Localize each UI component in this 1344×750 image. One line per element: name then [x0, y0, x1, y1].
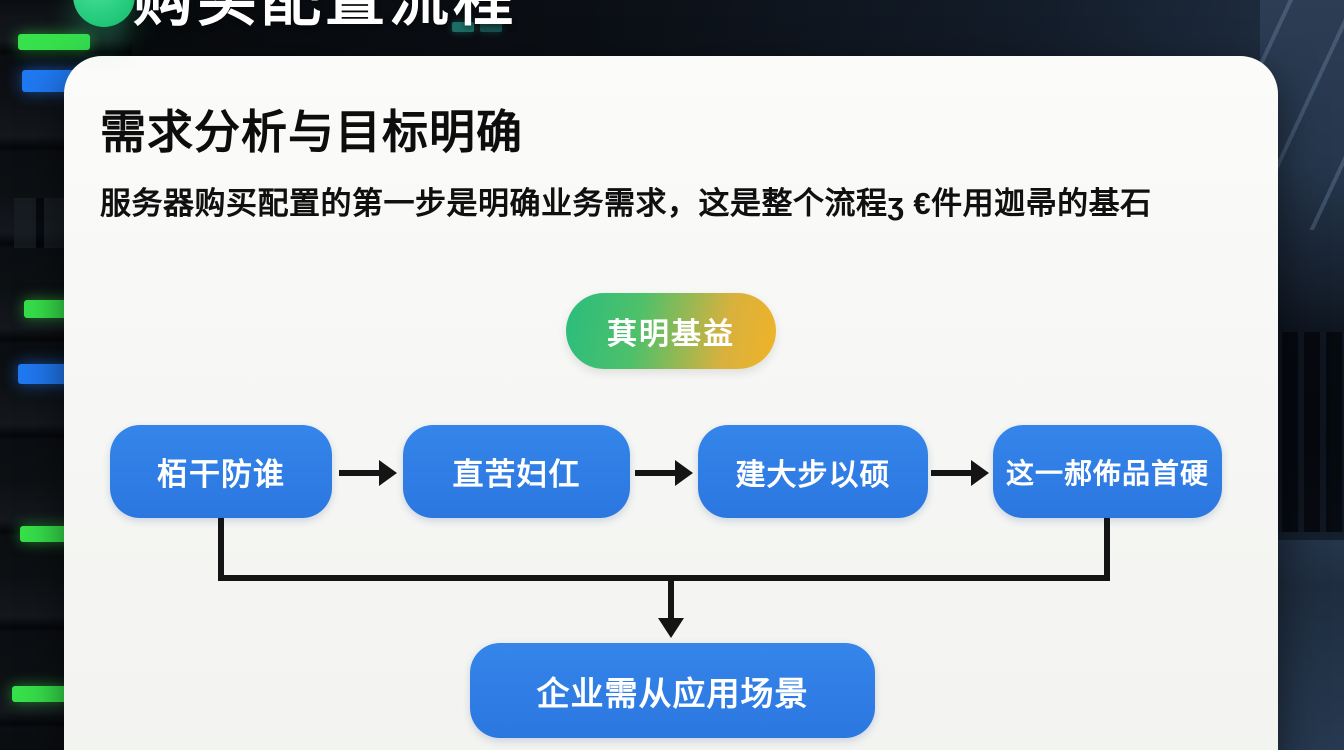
flowchart-step-node: 栢干防谁 — [110, 425, 332, 518]
flowchart-badge-node: 萁明基益 — [566, 293, 776, 369]
right-arrow-icon — [931, 460, 989, 486]
teal-led-indicator — [480, 22, 502, 32]
down-arrow-icon — [658, 581, 684, 638]
right-arrow-icon — [339, 460, 397, 486]
connector-line — [218, 575, 1110, 581]
slide-description: 服务器购买配置的第一步是明确业务需求，这是整个流程ʒ €件用迦帚的基石 — [100, 186, 1152, 221]
connector-line — [218, 518, 224, 581]
content-card: 需求分析与目标明确 服务器购买配置的第一步是明确业务需求，这是整个流程ʒ €件用… — [64, 56, 1278, 750]
flowchart-result-node: 企业需从应用场景 — [470, 643, 875, 738]
flowchart-step-node: 直苦妇仜 — [403, 425, 630, 518]
slide-title: 需求分析与目标明确 — [100, 106, 523, 158]
page-title: 购买配置流程 — [133, 0, 517, 32]
green-led-indicator — [12, 686, 68, 702]
green-led-indicator — [18, 34, 90, 50]
right-arrow-icon — [635, 460, 693, 486]
teal-led-indicator — [452, 22, 474, 32]
flowchart-step-node: 这一郝佈品首硬 — [993, 425, 1222, 518]
flowchart-step-node: 建大步以硕 — [698, 425, 928, 518]
connector-line — [1104, 518, 1110, 581]
